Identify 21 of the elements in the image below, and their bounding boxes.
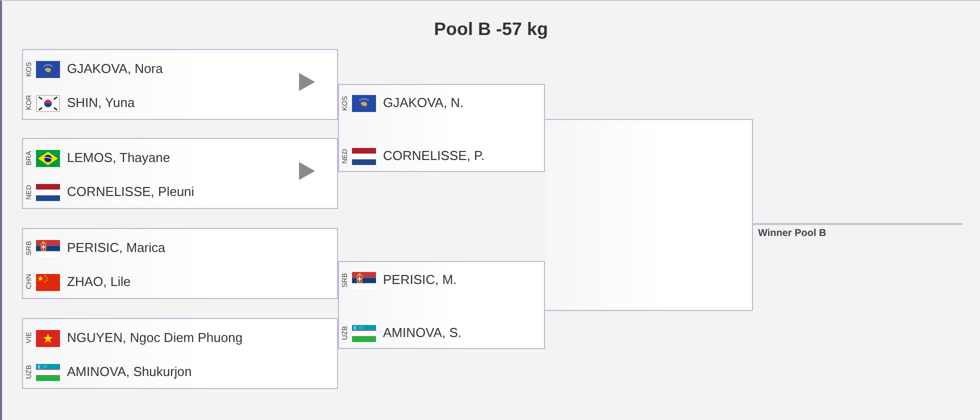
athlete-name: CORNELISSE, P. [383,148,485,164]
match-card [22,138,338,209]
athlete-name: PERISIC, Marica [67,240,166,256]
athlete-name: NGUYEN, Ngoc Diem Phuong [67,330,243,346]
athlete-name: AMINOVA, Shukurjon [67,364,192,380]
athlete-name: AMINOVA, S. [383,325,462,341]
athlete-name: PERISIC, M. [383,272,457,288]
final-bracket [545,119,753,311]
athlete-name: LEMOS, Thayane [67,150,170,166]
athlete-name: SHIN, Yuna [67,95,135,111]
athlete-name: CORNELISSE, Pleuni [67,184,194,200]
match-card [22,228,338,299]
match-card [338,84,545,172]
title: Pool B -57 kg [434,18,548,40]
athlete-name: GJAKOVA, N. [383,95,464,111]
match-card [22,318,338,389]
athlete-name: ZHAO, Lile [67,274,131,290]
athlete-name: GJAKOVA, Nora [67,61,163,77]
match-card [22,49,338,120]
winner-slot: Winner Pool B [753,223,962,242]
match-card [338,261,545,349]
